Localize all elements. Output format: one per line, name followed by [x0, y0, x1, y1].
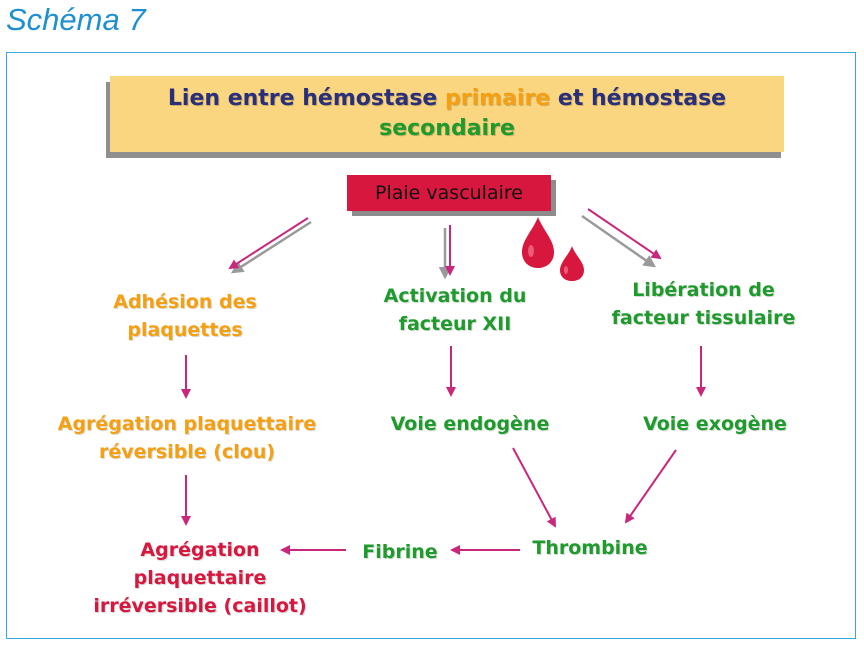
arrow-plaie-adhesion-shadow [230, 220, 312, 274]
title-part-1: Lien entre hémostase [167, 86, 445, 111]
node-liberation-line-1: Libération de [632, 279, 775, 301]
node-adhesion-plaquettes: Adhésion des plaquettes [90, 288, 280, 344]
blood-drop-icon [522, 217, 554, 268]
node-agregation-irreversible: Agrégation plaquettaire irréversible (ca… [85, 536, 315, 620]
node-activation-line-1: Activation du [383, 285, 527, 307]
node-voie-endogene: Voie endogène [390, 413, 550, 435]
diagram-title: Lien entre hémostase primaire et hémosta… [110, 76, 784, 152]
schema-heading: Schéma 7 [6, 2, 146, 37]
node-thrombine: Thrombine [532, 537, 648, 559]
arrow-exogene-thrombine [624, 449, 677, 524]
node-agregation-reversible: Agrégation plaquettaire réversible (clou… [42, 410, 332, 466]
title-part-primaire: primaire [445, 86, 551, 111]
arrow-endogene-thrombine [512, 447, 556, 528]
arrow-plaie-liberation [587, 208, 662, 260]
node-plaie-vasculaire: Plaie vasculaire [347, 175, 551, 211]
node-agregation-irr-line-2: plaquettaire [133, 567, 267, 589]
title-part-3: et hémostase [550, 86, 727, 111]
node-agregation-irr-line-1: Agrégation [140, 539, 260, 561]
node-activation-line-2: facteur XII [398, 313, 512, 335]
arrow-plaie-liberation-shadow [581, 214, 657, 268]
node-liberation-facteur-tissulaire: Libération de facteur tissulaire [586, 276, 821, 332]
node-activation-facteur-xii: Activation du facteur XII [360, 282, 550, 338]
node-agregation-rev-line-2: réversible (clou) [98, 441, 276, 463]
blood-drop-icon [560, 246, 584, 281]
node-voie-exogene: Voie exogène [643, 413, 787, 435]
title-line-2: secondaire [379, 116, 515, 141]
title-line-1: Lien entre hémostase primaire et hémosta… [168, 84, 726, 114]
arrow-plaie-adhesion [228, 217, 309, 270]
node-liberation-line-2: facteur tissulaire [611, 307, 796, 329]
node-adhesion-line-1: Adhésion des [113, 291, 257, 313]
node-agregation-rev-line-1: Agrégation plaquettaire [57, 413, 317, 435]
node-adhesion-line-2: plaquettes [127, 319, 243, 341]
node-fibrine: Fibrine [362, 541, 438, 563]
node-agregation-irr-line-3: irréversible (caillot) [93, 595, 307, 617]
